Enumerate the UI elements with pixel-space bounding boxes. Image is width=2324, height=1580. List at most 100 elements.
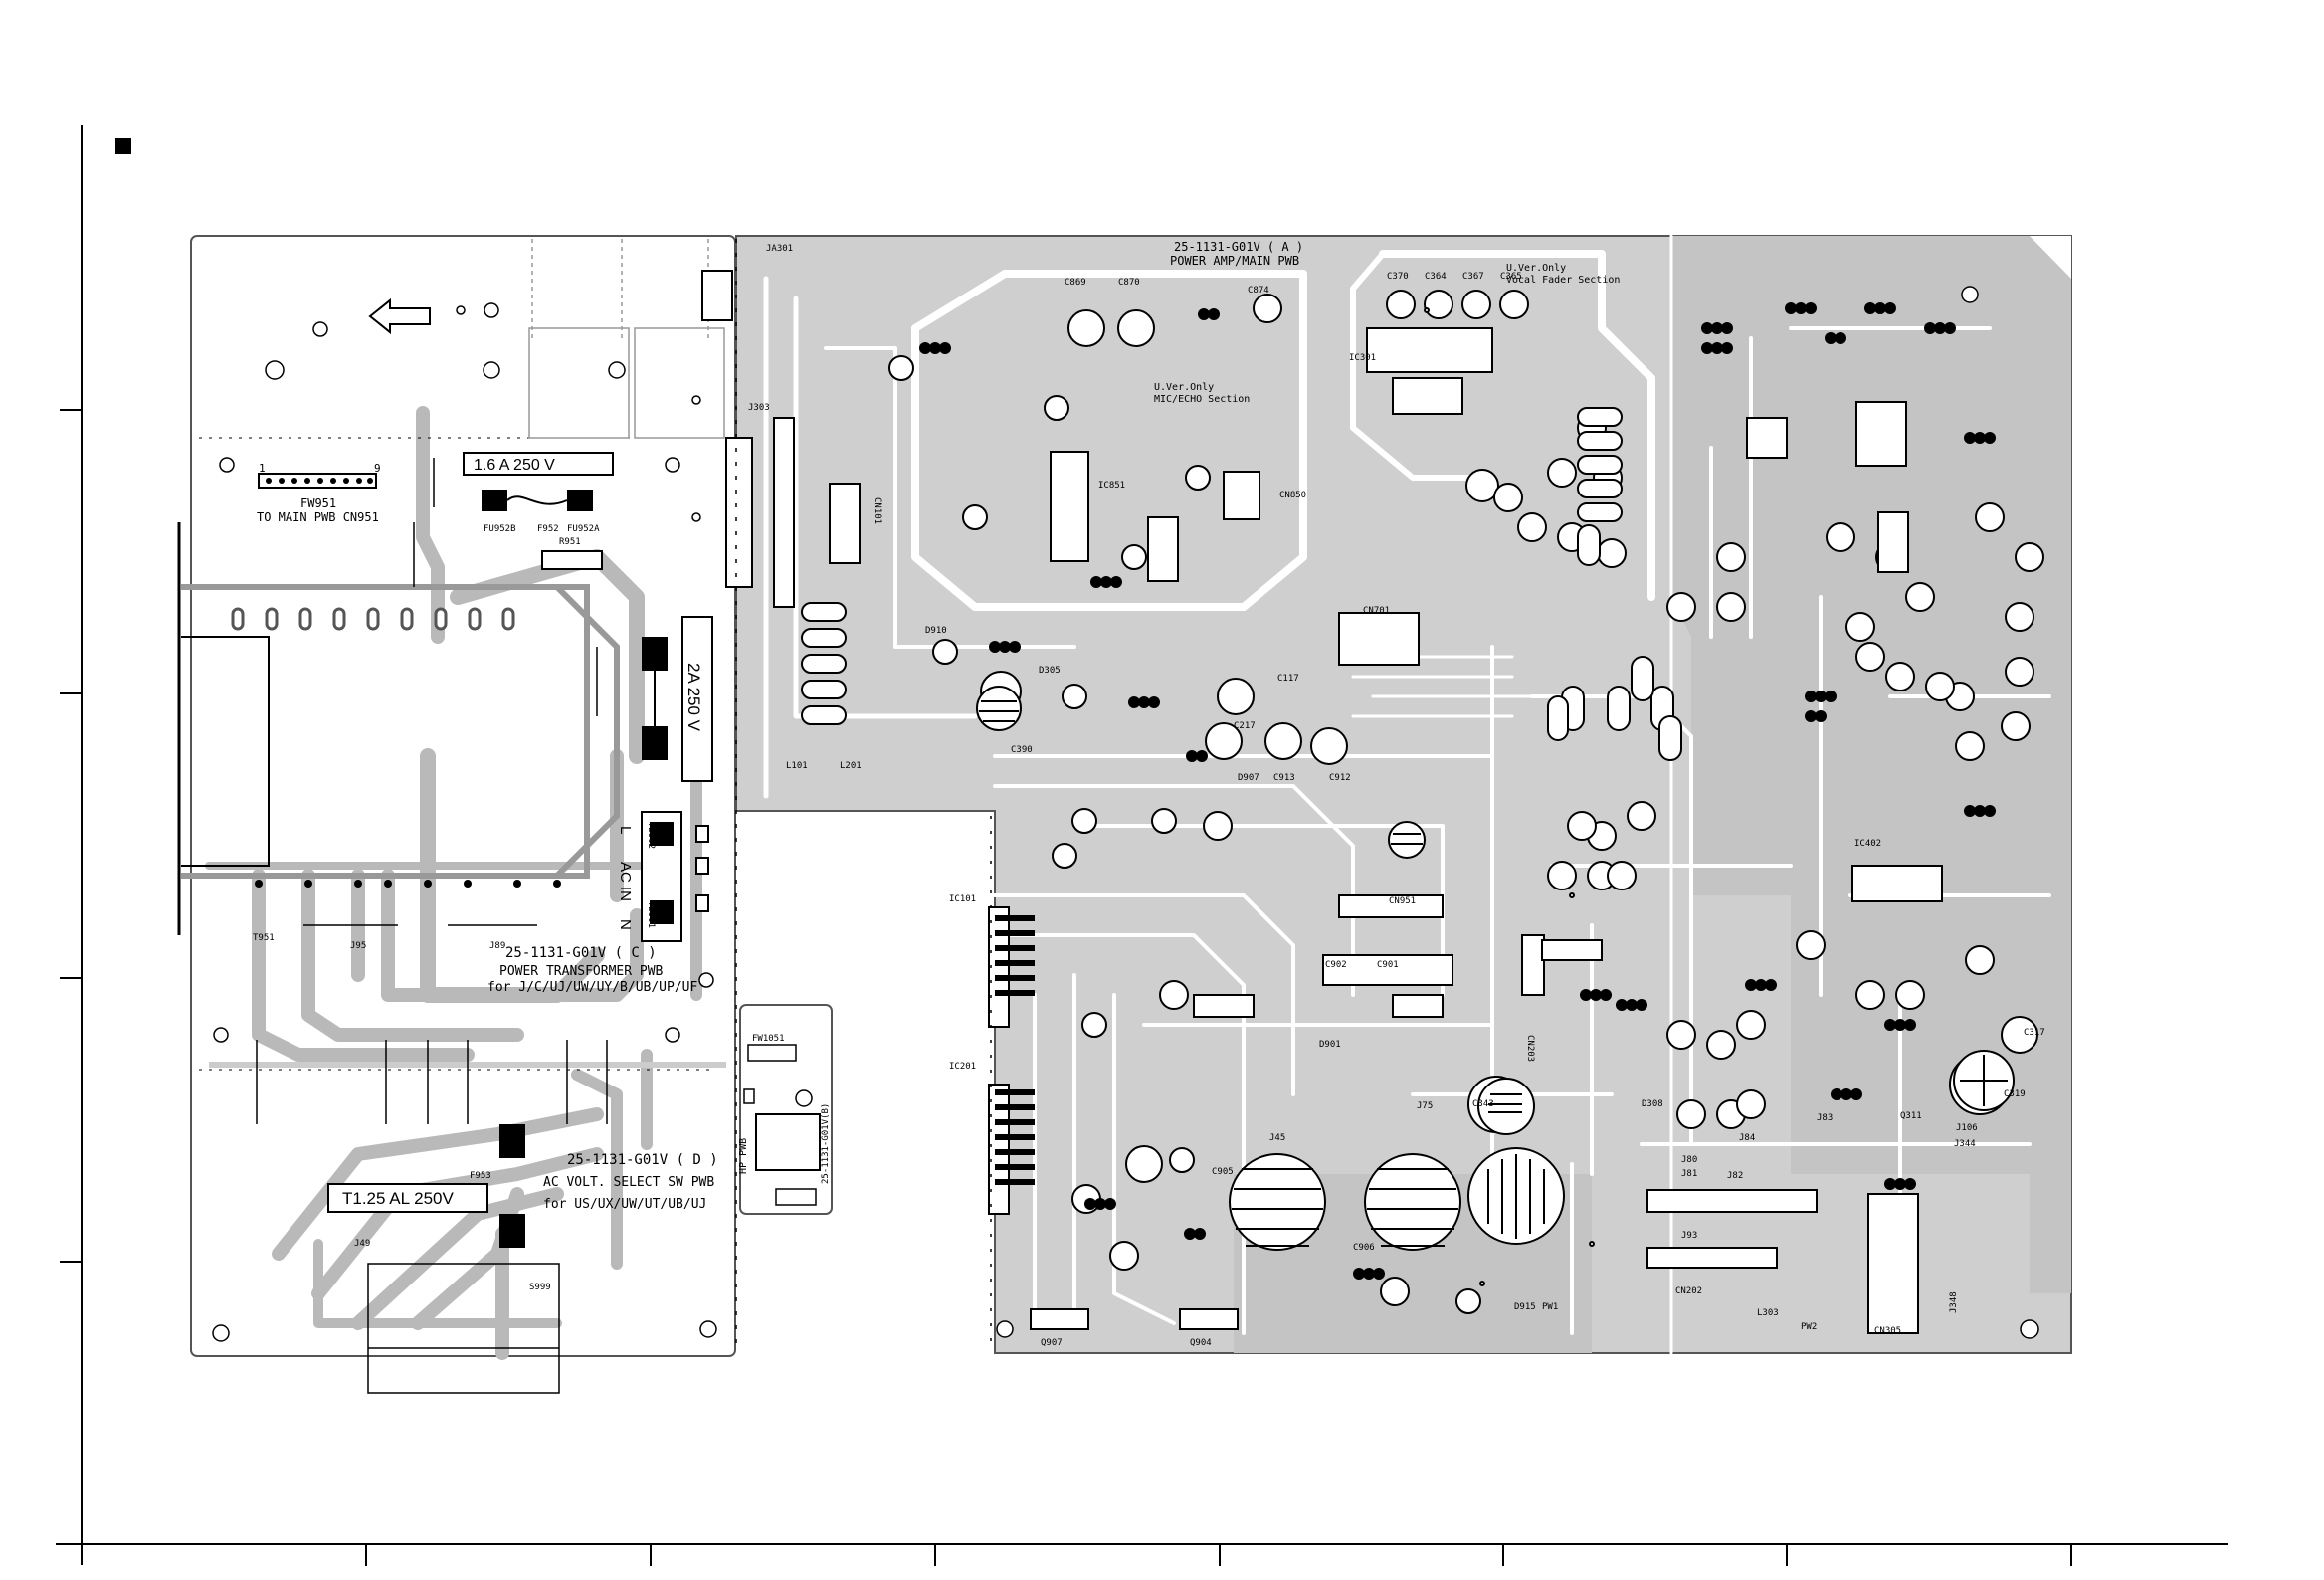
fw951-labels: 1 9 FW951 TO MAIN PWB CN951	[257, 462, 381, 524]
part-tb902: TB902	[646, 822, 656, 849]
board-c-part-no: 25-1131-G01V ( C )	[505, 945, 657, 961]
part-c901: C901	[1377, 960, 1399, 970]
part-ic301: IC301	[1349, 353, 1376, 363]
part-r951: R951	[559, 537, 581, 547]
part-c343: C343	[1472, 1099, 1494, 1109]
part-d308: D308	[1642, 1099, 1663, 1109]
part-fw1051: FW1051	[752, 1034, 785, 1044]
board-a-holes	[699, 286, 2039, 1339]
board-a-part-no: 25-1131-G01V ( A )	[1174, 240, 1303, 254]
part-cn101: CN101	[872, 497, 882, 524]
fuse-f951-label-box	[681, 616, 713, 782]
part-cn850: CN850	[1279, 491, 1306, 500]
part-d907: D907	[1238, 773, 1259, 783]
part-j348: J348	[1949, 1291, 1959, 1313]
part-c370: C370	[1387, 272, 1409, 282]
filter-capacitors	[976, 686, 2015, 1251]
part-cn202: CN202	[1675, 1286, 1702, 1296]
fuse-f951-rating: 2A 250 V	[684, 663, 703, 732]
hp-board	[739, 1004, 833, 1215]
part-c902: C902	[1325, 960, 1347, 970]
part-j303: J303	[748, 403, 770, 413]
fw951-pin-last: 9	[374, 462, 381, 475]
board-c-name: POWER TRANSFORMER PWB	[499, 964, 664, 979]
part-cn951: CN951	[1389, 896, 1416, 906]
part-j81: J81	[1681, 1169, 1697, 1179]
ics-and-connectors	[701, 270, 1943, 1334]
part-j80: J80	[1681, 1155, 1697, 1165]
fuse-f952-rating: 1.6 A 250 V	[474, 457, 555, 474]
part-l201: L201	[840, 761, 862, 771]
board-split-marks	[735, 239, 992, 1353]
part-d915: D915	[1514, 1302, 1536, 1312]
board-d-labels: 25-1131-G01V ( D ) AC VOLT. SELECT SW PW…	[543, 1152, 718, 1212]
part-cn701: CN701	[1363, 606, 1390, 616]
part-c364: C364	[1425, 272, 1447, 282]
vocal-fader-line2: Vocal Fader Section	[1506, 275, 1620, 286]
board-c-holes	[212, 302, 714, 1342]
part-j45: J45	[1269, 1133, 1285, 1143]
part-c913: C913	[1273, 773, 1295, 783]
part-l101: L101	[786, 761, 808, 771]
part-j82: J82	[1727, 1171, 1743, 1181]
ac-in-labels: L AC IN N	[617, 826, 634, 930]
ac-in-terminal	[641, 811, 709, 942]
part-q311: Q311	[1900, 1111, 1922, 1121]
fuse-f951	[642, 637, 668, 760]
fuse-f952	[482, 490, 603, 570]
part-c367: C367	[1462, 272, 1484, 282]
hp-board-part-no: 25-1131-G01V(B)	[821, 1103, 831, 1184]
transformer-t951	[177, 522, 620, 935]
part-c874: C874	[1248, 286, 1269, 296]
part-f952: F952	[537, 524, 559, 534]
part-c905: C905	[1212, 1167, 1234, 1177]
part-q907: Q907	[1041, 1338, 1063, 1348]
part-c365: C365	[1500, 272, 1522, 282]
part-fu952b: FU952B	[484, 524, 516, 534]
fuse-f952-label-box	[463, 452, 614, 476]
vocal-fader-line1: U.Ver.Only	[1506, 263, 1566, 274]
part-ic201: IC201	[949, 1062, 976, 1072]
arrow-symbol	[368, 297, 431, 335]
part-j84: J84	[1739, 1133, 1755, 1143]
board-c-labels: 25-1131-G01V ( C ) POWER TRANSFORMER PWB…	[487, 945, 697, 995]
part-cn203: CN203	[1525, 1035, 1535, 1062]
hp-board-name: HP PWB	[738, 1138, 749, 1174]
part-j75: J75	[1417, 1101, 1433, 1111]
board-d-part-no: 25-1131-G01V ( D )	[567, 1152, 718, 1168]
section-labels: U.Ver.Only MIC/ECHO Section U.Ver.Only V…	[1154, 263, 1620, 405]
mic-echo-line2: MIC/ECHO Section	[1154, 394, 1250, 405]
ac-in-n: N	[617, 919, 634, 930]
transistor-pads	[919, 302, 1996, 1280]
board-a-title: 25-1131-G01V ( A ) POWER AMP/MAIN PWB	[1170, 240, 1303, 268]
part-d910: D910	[925, 626, 947, 636]
hp-board-labels: HP PWB 25-1131-G01V(B) FW1051	[738, 1034, 831, 1184]
part-c870: C870	[1118, 278, 1140, 288]
connector-fw951	[258, 473, 377, 489]
part-ic101: IC101	[949, 894, 976, 904]
part-t951: T951	[253, 933, 275, 943]
ac-in-l: L	[617, 826, 634, 834]
part-j106: J106	[1956, 1123, 1978, 1133]
part-d305: D305	[1039, 666, 1061, 676]
section-marker	[115, 138, 131, 154]
part-tb901: TB901	[646, 901, 656, 928]
part-j83: J83	[1817, 1113, 1833, 1123]
part-c912: C912	[1329, 773, 1351, 783]
part-labels: T951 S999 F952 R951 FU952B FU952A TB902 …	[253, 244, 2045, 1348]
board-a-name: POWER AMP/MAIN PWB	[1170, 254, 1299, 268]
part-pw2: PW2	[1801, 1322, 1817, 1332]
fuse-ratings: 1.6 A 250 V T1.25 AL 250V 2A 250 V	[342, 457, 703, 1208]
oval-pads	[801, 407, 1682, 761]
part-s999: S999	[529, 1283, 551, 1292]
part-ic402: IC402	[1854, 839, 1881, 849]
part-ja301: JA301	[766, 244, 793, 254]
board-d-variants: for US/UX/UW/UT/UB/UJ	[543, 1197, 706, 1212]
fw951-pin-first: 1	[259, 462, 266, 475]
ac-in-label: AC IN	[617, 862, 634, 901]
switch-s999	[367, 1263, 560, 1394]
board-d-name: AC VOLT. SELECT SW PWB	[543, 1175, 714, 1190]
part-j89: J89	[489, 941, 505, 951]
